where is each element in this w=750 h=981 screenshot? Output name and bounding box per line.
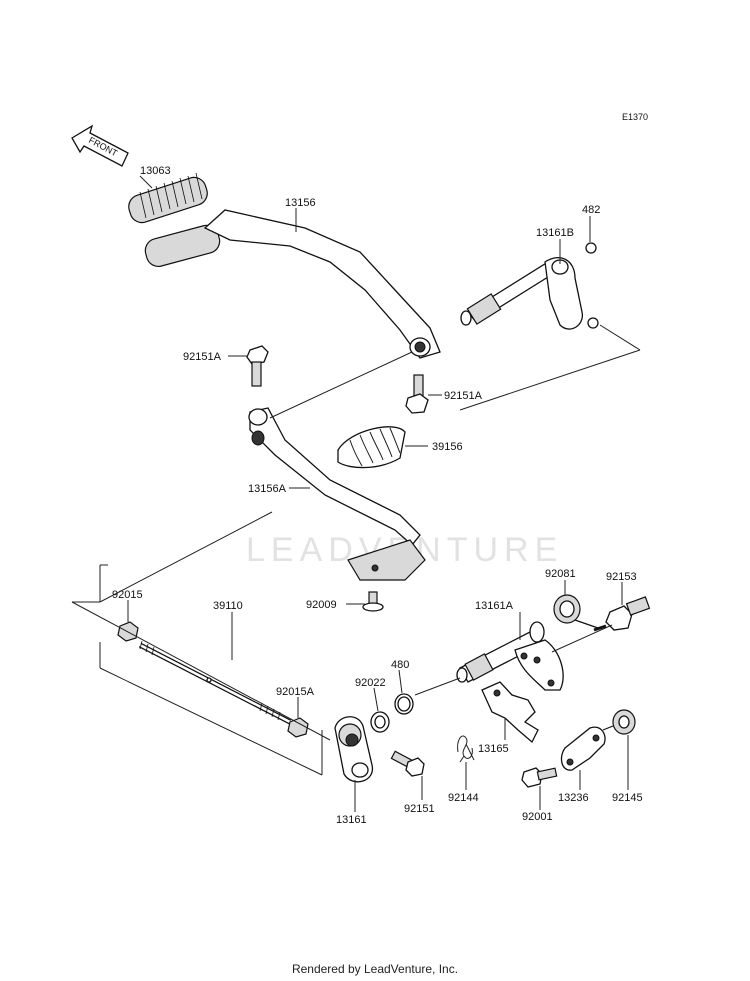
bolt-92009 [362,591,384,612]
label-92151: 92151 [404,803,435,815]
circlip-482 [585,242,597,254]
label-92015A: 92015A [276,686,315,698]
label-92009: 92009 [306,599,337,611]
tie-rod-39110 [138,640,292,725]
diagram-code: E1370 [622,112,648,122]
pedal-pad-39156 [337,426,406,469]
bolt-92151A-mid [405,374,429,414]
label-13156: 13156 [285,197,316,209]
label-39156: 39156 [432,441,463,453]
spring-92081 [553,594,599,629]
bolt-92001 [521,767,558,788]
pin-92153 [593,596,651,632]
label-92081: 92081 [545,568,576,580]
leader-lines [71,175,641,812]
spring-92144 [457,735,475,763]
label-92001: 92001 [522,811,553,823]
footer-credit: Rendered by LeadVenture, Inc. [291,962,459,976]
label-13161: 13161 [336,814,367,826]
label-39110: 39110 [213,600,243,612]
label-13161A: 13161A [475,600,514,612]
shift-arm-13161 [334,716,373,783]
spring-92145 [602,709,636,735]
label-480: 480 [391,659,409,671]
label-92144: 92144 [448,792,479,804]
label-92015: 92015 [112,589,143,601]
washer-92022 [370,711,390,733]
label-92022: 92022 [355,677,386,689]
plate-13165 [481,681,539,744]
stopper-arm-13236 [560,726,606,771]
brake-pedal-13156A [248,407,426,581]
label-13063: 13063 [140,165,171,177]
pedal-rubber-13063 [128,172,208,224]
label-92153: 92153 [606,571,637,583]
front-arrow-icon: FRONT [71,124,129,167]
bolt-92151 [390,750,425,777]
shift-lever-13156 [144,209,441,359]
shift-shaft-13161A [456,621,564,691]
circlip-480 [394,693,414,715]
nut-92015A [287,717,309,738]
label-13161B: 13161B [536,227,574,239]
bolt-92151A-top [246,345,269,387]
shift-shaft-13161B [460,257,599,330]
label-92151A-mid: 92151A [444,390,483,402]
label-92151A-top: 92151A [183,351,222,363]
label-13156A: 13156A [248,483,287,495]
label-13236: 13236 [558,792,589,804]
label-92145: 92145 [612,792,643,804]
label-482: 482 [582,204,600,216]
label-13165: 13165 [478,743,509,755]
